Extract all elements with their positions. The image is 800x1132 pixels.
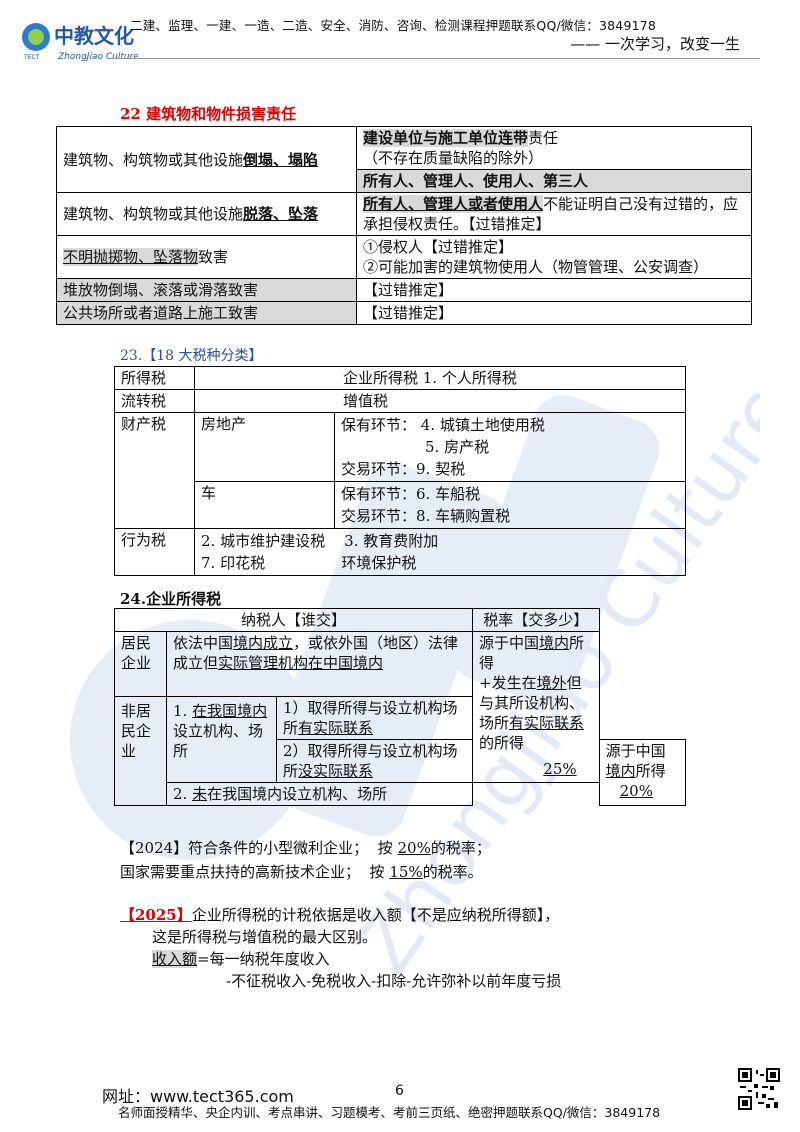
tax-category: 流转税: [114, 389, 195, 413]
table-row: 堆放物倒塌、滚落或滑落致害 【过错推定】: [56, 278, 752, 302]
table-row: 2. 未在我国境内设立机构、场所: [115, 782, 686, 806]
qr-code-icon: [738, 1068, 780, 1110]
nonresident-rate: 源于中国境内所得 20%: [598, 739, 687, 806]
rate-header: 税率【交多少】: [472, 608, 600, 632]
liability-table: 建筑物、构筑物或其他设施倒塌、塌陷 建设单位与施工单位连带责任 （不存在质量缺陷…: [56, 126, 752, 325]
nonresident-subcase-2: 2）取得所得与设立机构场所没实际联系: [276, 739, 473, 783]
tax-items: 企业所得税 1. 个人所得税: [194, 366, 686, 390]
table-row: 行为税 2. 城市维护建设税 3. 教育费附加 7. 印花税 环境保护税: [114, 528, 686, 576]
nonresident-rate-percent: 20%: [619, 782, 653, 800]
taxpayer-header: 纳税人【谁交】: [114, 608, 473, 632]
liability-party: 【过错推定】: [356, 301, 752, 325]
section-22-title: 22 建筑物和物件损害责任: [120, 105, 297, 123]
section-24-title: 24.企业所得税: [120, 590, 222, 608]
table-row: 公共场所或者道路上施工致害 【过错推定】: [56, 301, 752, 325]
tax-category: 财产税: [114, 412, 195, 529]
tax-subcategory: 房地产: [194, 412, 335, 482]
tax-category-table: 所得税 企业所得税 1. 个人所得税 流转税 增值税 财产税 房地产 保有环节：…: [114, 366, 686, 576]
footer-contact: 名师面授精华、央企内训、考点串讲、习题模考、考前三页纸、绝密押题联系QQ/微信：…: [118, 1105, 661, 1120]
table-row: 纳税人【谁交】 税率【交多少】: [114, 608, 686, 632]
tax-items: 增值税: [194, 389, 686, 413]
liability-party: ①侵权人【过错推定】 ②可能加害的建筑物使用人（物管管理、公安调查）: [356, 235, 752, 279]
table-row: 流转税 增值税: [114, 389, 686, 413]
logo-cn: 中教文化: [54, 24, 134, 48]
year-tag: 【2025】: [120, 906, 192, 924]
income-formula-line2: -不征税收入-免税收入-扣除-允许弥补以前年度亏损: [226, 972, 562, 990]
liability-party: 所有人、管理人、使用人、第三人: [356, 169, 752, 193]
tax-items: 保有环节：6. 车船税 交易环节：8. 车辆购置税: [334, 481, 686, 529]
table-row: 建筑物、构筑物或其他设施脱落、坠落 所有人、管理人或者使用人不能证明自己没有过错…: [56, 192, 752, 236]
logo-mark: TECT: [23, 54, 40, 61]
tax-category: 行为税: [114, 528, 195, 576]
table-row: 财产税 房地产 保有环节： 4. 城镇土地使用税 5. 房产税 交易环节：9. …: [114, 412, 686, 529]
note-2025-line2: 这是所得税与增值税的最大区别。: [152, 928, 378, 946]
table-row: 车 保有环节：6. 车船税 交易环节：8. 车辆购置税: [115, 481, 686, 529]
header-contact: 二建、监理、一建、一造、二造、安全、消防、咨询、检测课程押题联系QQ/微信：38…: [130, 18, 657, 33]
nonresident-subcase-1: 1）取得所得与设立机构场所有实际联系: [276, 696, 473, 740]
tax-subcategory: 车: [194, 481, 335, 529]
resident-rate: 源于中国境内所得 +发生在境外但与其所设机构、场所有实际联系的所得 25%: [472, 631, 600, 783]
liability-case: 公共场所或者道路上施工致害: [56, 301, 357, 325]
table-row: 所得税 企业所得税 1. 个人所得税: [114, 366, 686, 390]
table-row: 所有人、管理人、使用人、第三人: [57, 169, 752, 193]
section-23-title: 23.【18 大税种分类】: [120, 348, 263, 364]
header-slogan: —— 一次学习，改变一生: [570, 35, 740, 53]
table-row: 2）取得所得与设立机构场所没实际联系 源于中国境内所得 20%: [115, 739, 687, 806]
liability-party: 所有人、管理人或者使用人不能证明自己没有过错的，应承担侵权责任。【过错推定】: [356, 192, 752, 236]
liability-case: 堆放物倒塌、滚落或滑落致害: [56, 278, 357, 302]
page-number: 6: [395, 1083, 404, 1099]
liability-party: 建设单位与施工单位连带责任 （不存在质量缺陷的除外）: [356, 126, 752, 170]
note-2025: 【2025】企业所得税的计税依据是收入额【不是应纳税所得额】，: [120, 906, 560, 924]
resident-rate-percent: 25%: [543, 760, 577, 778]
nonresident-case-1: 1. 在我国境内设立机构、场所: [166, 696, 277, 783]
income-formula: 收入额=每一纳税年度收入: [152, 950, 330, 968]
table-row: 非居民企业 1. 在我国境内设立机构、场所 1）取得所得与设立机构场所有实际联系: [114, 696, 686, 806]
rate-note-1: 【2024】符合条件的小型微利企业； 按 20%的税率；: [120, 839, 491, 857]
nonresident-case-2: 2. 未在我国境内设立机构、场所: [166, 782, 473, 806]
liability-case: 不明抛掷物、坠落物致害: [56, 235, 357, 279]
resident-label: 居民企业: [114, 631, 167, 697]
liability-party: 【过错推定】: [356, 278, 752, 302]
tax-category: 所得税: [114, 366, 195, 390]
logo-en: ZhongJiao Culture: [57, 52, 138, 62]
tax-items: 2. 城市维护建设税 3. 教育费附加 7. 印花税 环境保护税: [194, 528, 686, 576]
liability-case: 建筑物、构筑物或其他设施倒塌、塌陷: [56, 126, 357, 193]
tax-items: 保有环节： 4. 城镇土地使用税 5. 房产税 交易环节：9. 契税: [334, 412, 686, 482]
logo: 中教文化 ZhongJiao Culture TECT: [22, 23, 138, 62]
resident-description: 依法中国境内成立，或依外国（地区）法律成立但实际管理机构在中国境内: [166, 631, 473, 697]
footer-website: 网址：www.tect365.com: [102, 1087, 294, 1106]
liability-case: 建筑物、构筑物或其他设施脱落、坠落: [56, 192, 357, 236]
nonresident-label: 非居民企业: [114, 696, 167, 806]
header-divider: [110, 58, 760, 59]
rate-note-2: 国家需要重点扶持的高新技术企业； 按 15%的税率。: [120, 863, 483, 881]
corporate-tax-table: 纳税人【谁交】 税率【交多少】 居民企业 依法中国境内成立，或依外国（地区）法律…: [114, 608, 687, 806]
table-row: 建筑物、构筑物或其他设施倒塌、塌陷 建设单位与施工单位连带责任 （不存在质量缺陷…: [56, 126, 752, 193]
table-row: 不明抛掷物、坠落物致害 ①侵权人【过错推定】 ②可能加害的建筑物使用人（物管管理…: [56, 235, 752, 279]
table-row: 居民企业 依法中国境内成立，或依外国（地区）法律成立但实际管理机构在中国境内 源…: [114, 631, 686, 783]
